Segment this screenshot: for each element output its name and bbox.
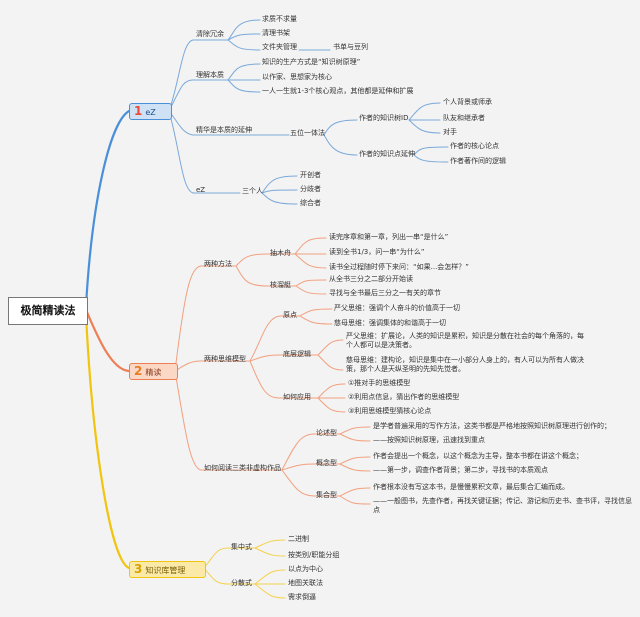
item-apply-3[interactable]: ③利用思维模型猜核心论点 bbox=[348, 407, 432, 415]
item-quality-over-quantity[interactable]: 求质不求量 bbox=[262, 15, 297, 23]
branch-3-label: 知识库管理 bbox=[145, 566, 186, 575]
item-demand-driven[interactable]: 需求倒逼 bbox=[288, 593, 316, 601]
topic-clear-redundancy[interactable]: 清除冗余 bbox=[196, 30, 224, 38]
item-thinker-core[interactable]: 以作家、思想家为核心 bbox=[262, 73, 332, 81]
item-apply-2[interactable]: ②利用点信息，猜出作者的思维模型 bbox=[348, 393, 460, 401]
root-node[interactable]: 极简精读法 bbox=[8, 297, 88, 325]
topic-essence-extension[interactable]: 精华是本质的延伸 bbox=[196, 126, 252, 134]
topic-collection[interactable]: 集合型 bbox=[316, 491, 337, 499]
item-conceptual-desc[interactable]: 作者会提出一个概念，以这个概念为主导，整本书都在讲这个概念； bbox=[373, 452, 583, 460]
item-apply-1[interactable]: ①推对手的思维模型 bbox=[348, 379, 411, 387]
topic-distributed[interactable]: 分散式 bbox=[231, 579, 252, 587]
topic-author-tree-id[interactable]: 作者的知识树ID bbox=[359, 114, 409, 122]
item-caring-mother[interactable]: 慈母思维：强调集体的和谐高于一切 bbox=[334, 319, 446, 327]
branch-1-number: 1 bbox=[134, 104, 143, 118]
item-core-argument[interactable]: 作者的核心论点 bbox=[450, 142, 499, 150]
item-conceptual-method[interactable]: ——第一步，调查作者背景；第二步，寻找书的本质观点 bbox=[373, 466, 548, 474]
item-map-association[interactable]: 地图关联法 bbox=[288, 579, 323, 587]
topic-ez[interactable]: eZ bbox=[196, 186, 206, 194]
branch-1-label: eZ bbox=[145, 108, 156, 117]
item-core-views[interactable]: 一人一生就1-3个核心观点，其他都是延伸和扩展 bbox=[262, 87, 414, 95]
item-opponents[interactable]: 对手 bbox=[443, 128, 457, 136]
item-works-logic[interactable]: 作者著作间的逻辑 bbox=[450, 157, 506, 165]
topic-canoe[interactable]: 抽木舟 bbox=[270, 249, 291, 257]
branch-3-number: 3 bbox=[134, 562, 143, 576]
topic-centralized[interactable]: 集中式 bbox=[231, 543, 252, 551]
topic-author-point-extension[interactable]: 作者的知识点延伸 bbox=[359, 150, 415, 158]
topic-underlying-logic[interactable]: 底层逻辑 bbox=[283, 350, 311, 358]
item-start-two-thirds[interactable]: 从全书三分之二部分开始读 bbox=[329, 275, 413, 283]
item-divergent[interactable]: 分歧者 bbox=[300, 185, 321, 193]
item-knowledge-tree[interactable]: 知识的生产方式是“知识树原理” bbox=[262, 58, 361, 66]
topic-understand-essence[interactable]: 理解本质 bbox=[196, 71, 224, 79]
branch-2-label: 精读 bbox=[145, 368, 162, 377]
item-point-centered[interactable]: 以点为中心 bbox=[288, 565, 323, 573]
item-argumentative-desc[interactable]: 是学者普遍采用的写作方法，这类书都是严格地按照知识树原理进行创作的； bbox=[373, 422, 611, 430]
branch-2-number: 2 bbox=[134, 364, 143, 378]
item-strict-father[interactable]: 严父思维：强调个人奋斗的价值高于一切 bbox=[334, 304, 460, 312]
branch-1-connector bbox=[84, 109, 131, 308]
item-teammates[interactable]: 队友和继承者 bbox=[443, 114, 485, 122]
item-canoe-what[interactable]: 读完序章和第一章，列出一串“是什么” bbox=[329, 233, 449, 241]
topic-argumentative[interactable]: 论述型 bbox=[316, 429, 337, 437]
item-pioneer[interactable]: 开创者 bbox=[300, 171, 321, 179]
topic-three-people[interactable]: 三个人 bbox=[242, 187, 263, 195]
item-folder-management[interactable]: 文件夹管理 bbox=[262, 43, 297, 51]
item-collection-method[interactable]: ——一般图书，先查作者，再找关键证据；传记、游记和历史书、查书评，寻找信息点 bbox=[373, 497, 632, 514]
item-mother-construction[interactable]: 慈母思维：建构论，知识是集中在一小部分人身上的，有人可以为所有人做决策，那个人是… bbox=[346, 356, 584, 373]
item-canoe-whatif[interactable]: 读书全过程随时停下来问：“如果...会怎样？” bbox=[329, 263, 469, 271]
item-synthesizer[interactable]: 综合者 bbox=[300, 199, 321, 207]
branch-2-connector bbox=[84, 308, 131, 373]
topic-origin[interactable]: 原点 bbox=[283, 311, 297, 319]
topic-five-in-one[interactable]: 五位一体法 bbox=[290, 129, 325, 137]
item-canoe-why[interactable]: 读到全书1/3，问一串“为什么” bbox=[329, 248, 425, 256]
topic-how-to-apply[interactable]: 如何应用 bbox=[283, 393, 311, 401]
branch-3-connector bbox=[84, 312, 131, 570]
topic-conceptual[interactable]: 概念型 bbox=[316, 459, 337, 467]
topic-nuclear-sub[interactable]: 核溜艇 bbox=[270, 281, 291, 289]
item-background[interactable]: 个人背景或师承 bbox=[443, 98, 492, 106]
item-clean-bookshelf[interactable]: 清理书架 bbox=[262, 29, 290, 37]
item-booklist[interactable]: 书单与豆列 bbox=[333, 43, 368, 51]
item-group-by-category[interactable]: 按类别/职能分组 bbox=[288, 551, 340, 559]
topic-two-thinking-models[interactable]: 两种思维模型 bbox=[204, 355, 246, 363]
item-last-third[interactable]: 寻找与全书最后三分之一有关的章节 bbox=[329, 289, 441, 297]
item-father-expansion[interactable]: 严父思维：扩展论，人类的知识是累积，知识是分散在社会的每个角落的，每个人都可以是… bbox=[346, 332, 584, 349]
item-collection-desc[interactable]: 作者根本没有写这本书，是慢慢累积文章，最后集合汇编而成。 bbox=[373, 483, 569, 491]
topic-read-nonfiction[interactable]: 如何阅读三类非虚构作品 bbox=[204, 464, 281, 472]
topic-two-methods[interactable]: 两种方法 bbox=[204, 260, 232, 268]
item-binary[interactable]: 二进制 bbox=[288, 535, 309, 543]
item-argumentative-method[interactable]: ——按照知识树原理，迅速找到重点 bbox=[373, 436, 485, 444]
